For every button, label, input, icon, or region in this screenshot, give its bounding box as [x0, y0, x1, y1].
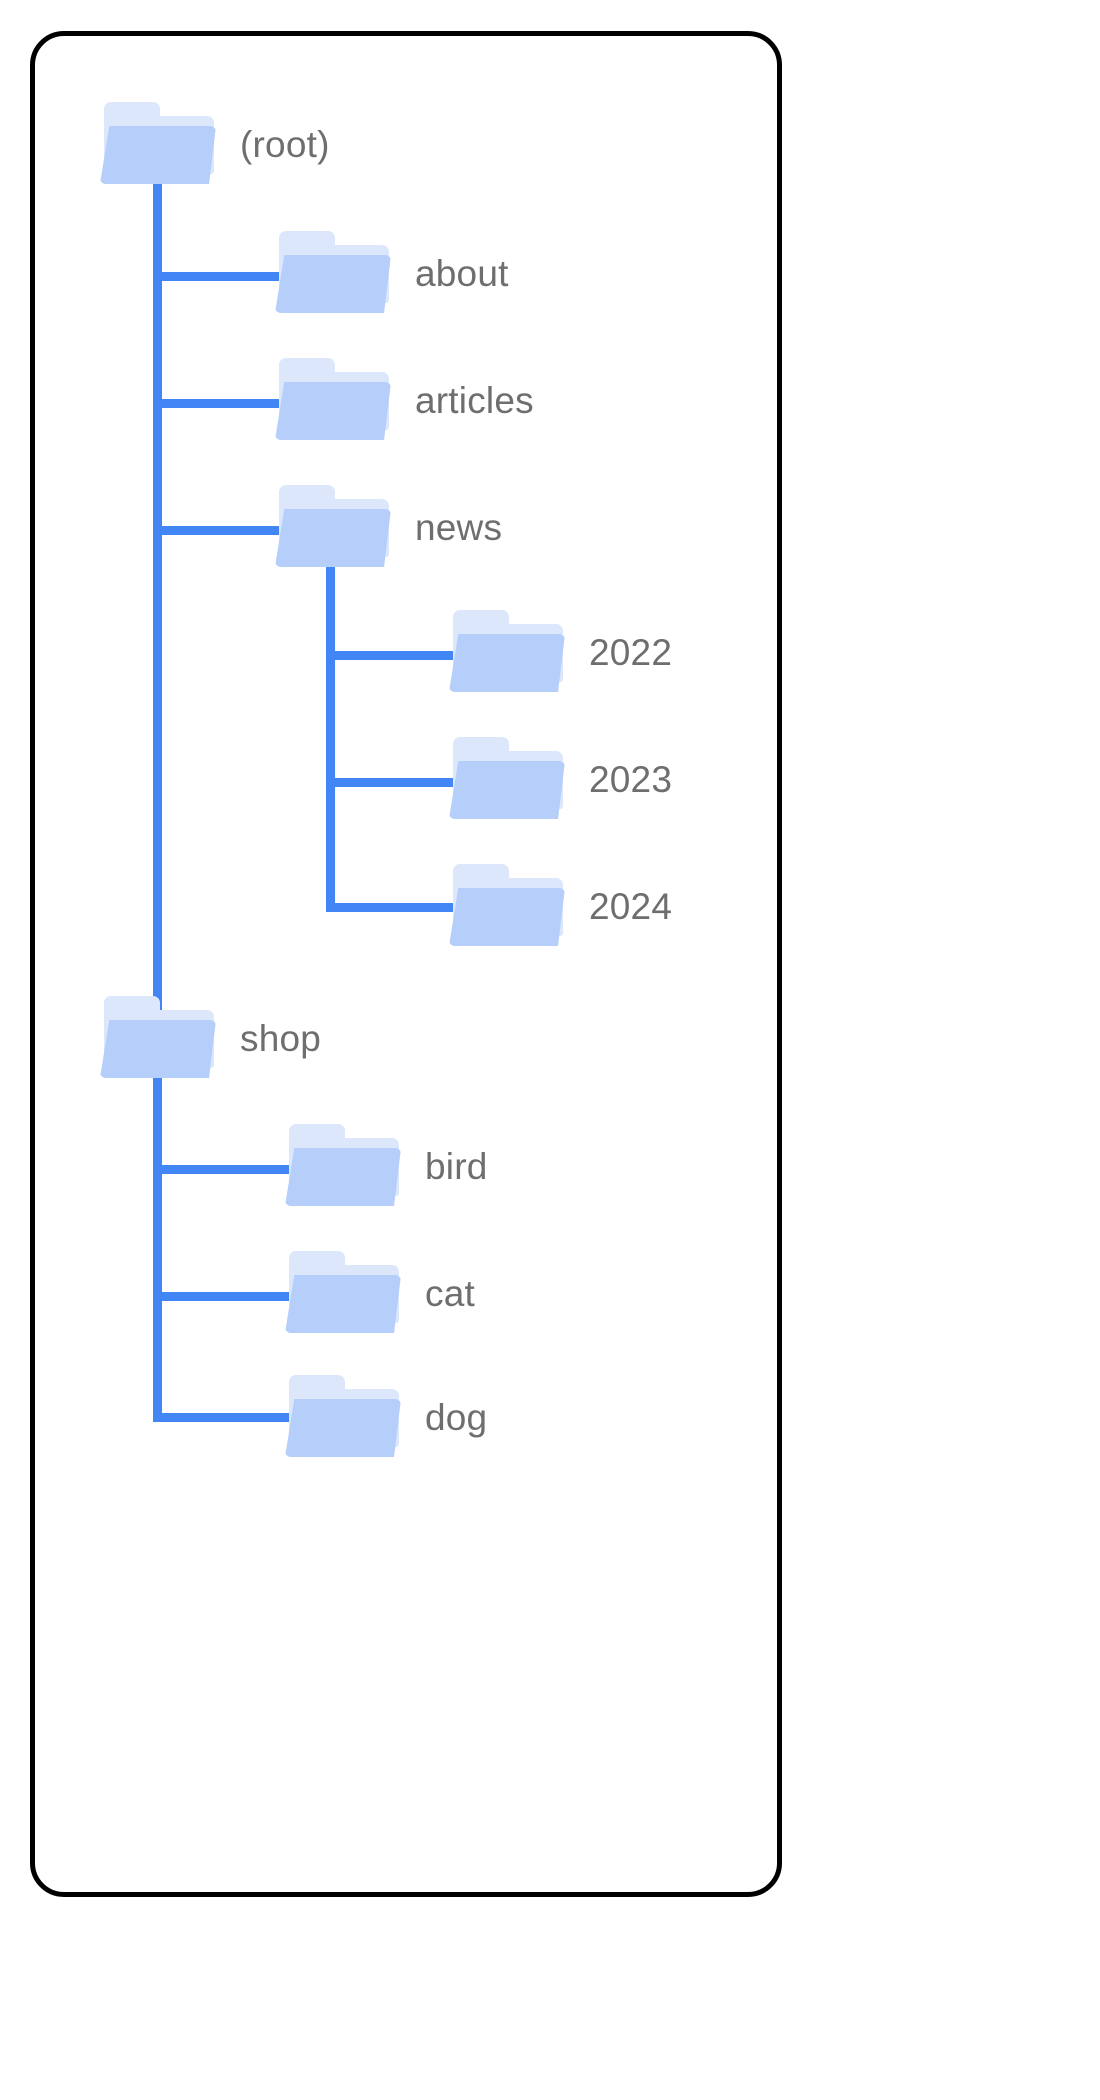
folder-icon — [285, 1251, 407, 1335]
tree-node-label: (root) — [240, 123, 330, 165]
tree-node-label: news — [415, 506, 503, 548]
folder-icon — [449, 864, 571, 948]
folder-icon — [275, 485, 397, 569]
connector-shop-bird — [153, 1165, 301, 1174]
tree-node-label: about — [415, 252, 509, 294]
tree-node-root[interactable]: (root) — [100, 102, 330, 186]
tree-node-about[interactable]: about — [275, 231, 509, 315]
folder-icon — [275, 231, 397, 315]
folder-icon — [449, 610, 571, 694]
connector-news-spine — [326, 556, 335, 912]
folder-icon — [449, 737, 571, 821]
tree-node-label: bird — [425, 1145, 488, 1187]
connector-root-spine — [153, 174, 162, 1012]
connector-news-2024 — [326, 903, 466, 912]
folder-icon — [285, 1375, 407, 1459]
tree-node-label: 2022 — [589, 631, 673, 673]
tree-node-bird[interactable]: bird — [285, 1124, 488, 1208]
connector-shop-dog — [153, 1413, 301, 1422]
connector-news-2022 — [326, 651, 466, 660]
tree-node-dog[interactable]: dog — [285, 1375, 487, 1459]
tree-node-articles[interactable]: articles — [275, 358, 534, 442]
connector-root-about — [153, 272, 291, 281]
tree-node-label: cat — [425, 1272, 475, 1314]
folder-icon — [100, 102, 222, 186]
tree-node-label: 2023 — [589, 758, 673, 800]
connector-root-news — [153, 526, 291, 535]
tree-node-label: dog — [425, 1396, 488, 1438]
connector-shop-cat — [153, 1292, 301, 1301]
connector-news-2023 — [326, 778, 466, 787]
tree-node-2023[interactable]: 2023 — [449, 737, 672, 821]
tree-node-2024[interactable]: 2024 — [449, 864, 672, 948]
tree-node-label: articles — [415, 379, 534, 421]
tree-node-news[interactable]: news — [275, 485, 502, 569]
folder-icon — [285, 1124, 407, 1208]
tree-node-label: 2024 — [589, 885, 673, 927]
folder-icon — [275, 358, 397, 442]
tree-node-2022[interactable]: 2022 — [449, 610, 672, 694]
connector-root-articles — [153, 399, 291, 408]
tree-node-label: shop — [240, 1017, 322, 1059]
folder-icon — [100, 996, 222, 1080]
tree-node-cat[interactable]: cat — [285, 1251, 475, 1335]
connector-shop-spine — [153, 1068, 162, 1418]
tree-node-shop[interactable]: shop — [100, 996, 321, 1080]
